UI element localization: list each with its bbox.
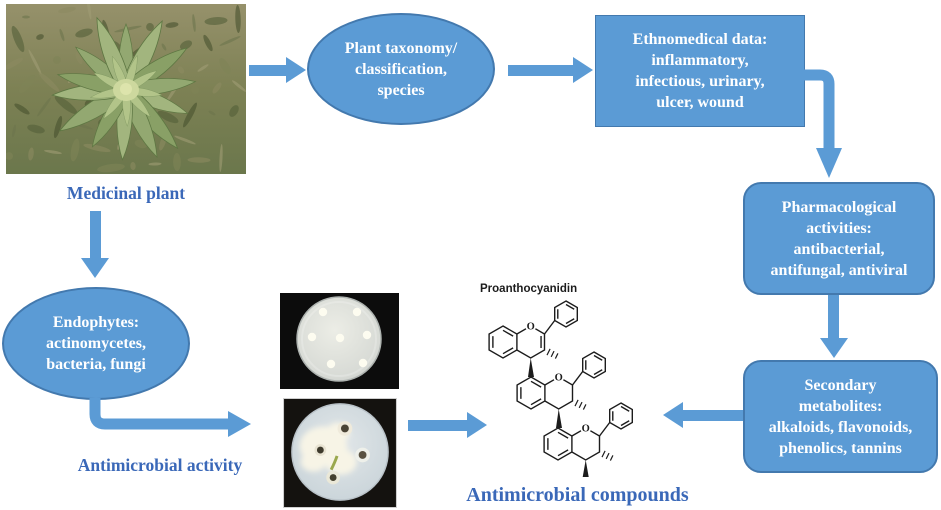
arrow-plant-to-endophytes	[81, 211, 109, 278]
arrow-shaft	[408, 419, 467, 431]
arrow-shaft	[683, 409, 743, 421]
proanthocyanidin-structure: O O O	[488, 300, 633, 477]
endophytes-node: Endophytes: actinomycetes, bacteria, fun…	[2, 287, 190, 400]
node-text-line: species	[377, 81, 425, 99]
elbow-arrow-ethnomedical-to-pharmacological	[800, 69, 842, 178]
node-text-line: Plant taxonomy/	[344, 39, 458, 57]
arrow-shaft	[249, 64, 286, 76]
node-text-line: inflammatory,	[651, 52, 749, 69]
petri-dish-photo-bottom	[283, 398, 397, 508]
node-text-line: ulcer, wound	[656, 94, 744, 111]
node-text-line: Secondary	[804, 376, 877, 394]
oxygen-atom-label: O	[582, 424, 590, 435]
node-text-line: alkaloids, flavonoids,	[768, 418, 913, 436]
arrow-pharmacological-to-secondary	[819, 295, 848, 358]
node-text-line: infectious, urinary,	[635, 73, 765, 90]
oxygen-atom-label: O	[527, 322, 535, 333]
arrow-secondary-to-compounds	[663, 402, 743, 428]
arrow-shaft	[508, 64, 573, 76]
node-text-line: actinomycetes,	[46, 335, 146, 352]
arrow-head-down-icon	[81, 258, 109, 278]
arrow-head-right-icon	[467, 412, 487, 438]
petri-dish-photo-top	[280, 293, 399, 389]
node-text-line: Pharmacological	[781, 198, 897, 216]
arrow-head-right-icon	[286, 57, 306, 83]
arrow-head-right-icon	[573, 57, 593, 83]
medicinal-plant-photo	[6, 4, 246, 174]
proanthocyanidin-label: Proanthocyanidin	[480, 283, 578, 295]
node-text-line: activities:	[806, 219, 872, 237]
ethnomedical-node: Ethnomedical data: inflammatory, infecti…	[595, 15, 805, 127]
arrow-plant-to-taxonomy	[249, 57, 306, 83]
node-text-line: Endophytes:	[52, 314, 140, 331]
arrow-head-left-icon	[663, 402, 683, 428]
taxonomy-node: Plant taxonomy/ classification, species	[307, 13, 495, 125]
node-text-line: phenolics, tannins	[779, 439, 902, 457]
node-text-line: classification,	[355, 60, 447, 78]
secondary-metabolites-node: Secondary metabolites: alkaloids, flavon…	[743, 360, 938, 473]
arrow-taxonomy-to-ethnomedical	[508, 57, 593, 83]
oxygen-atom-label: O	[555, 373, 563, 384]
arrow-shaft	[828, 295, 839, 338]
node-text-line: antifungal, antiviral	[770, 261, 908, 279]
pharmacological-node: Pharmacological activities: antibacteria…	[743, 182, 935, 295]
arrow-shaft	[89, 211, 101, 258]
elbow-arrow-endophytes-to-petri	[89, 398, 251, 437]
node-text-line: metabolites:	[798, 397, 883, 415]
node-text-line: bacteria, fungi	[46, 356, 146, 373]
node-text-line: antibacterial,	[793, 240, 885, 258]
arrow-head-down-icon	[819, 338, 848, 358]
antimicrobial-compounds-caption: Antimicrobial compounds	[466, 484, 689, 506]
node-text-line: Ethnomedical data:	[632, 31, 768, 48]
arrow-petri-to-compounds	[408, 412, 487, 438]
medicinal-plant-caption: Medicinal plant	[66, 183, 186, 203]
antimicrobial-activity-caption: Antimicrobial activity	[77, 455, 243, 475]
